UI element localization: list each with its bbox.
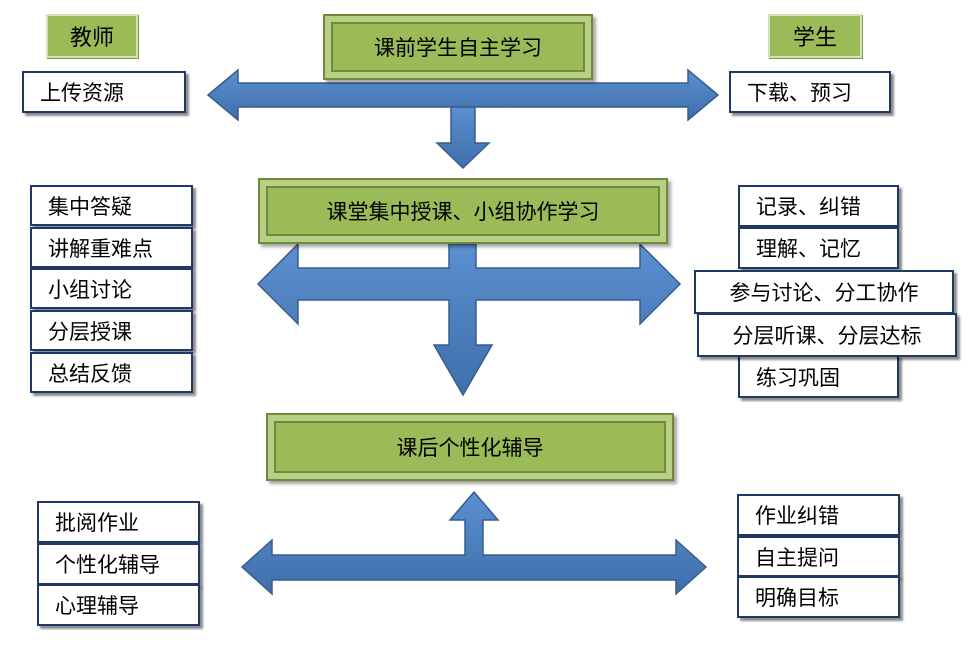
teacher-post-item: 心理辅导 [37, 584, 200, 626]
stage-pre-class: 课前学生自主学习 [323, 14, 593, 80]
student-post-item: 自主提问 [737, 536, 900, 577]
student-pre-item: 下载、预习 [729, 71, 891, 113]
teacher-in-item: 总结反馈 [30, 352, 193, 393]
student-in-item: 参与讨论、分工协作 [694, 270, 954, 314]
student-label: 学生 [768, 14, 862, 58]
student-in-item: 记录、纠错 [738, 185, 899, 227]
teacher-in-item: 分层授课 [30, 310, 193, 351]
stage-in-class: 课堂集中授课、小组协作学习 [258, 178, 668, 244]
teacher-label: 教师 [46, 14, 138, 58]
student-in-item: 理解、记忆 [738, 227, 899, 269]
teacher-in-item: 讲解重难点 [30, 227, 193, 268]
in-double-arrow [256, 242, 682, 397]
student-in-item: 分层听课、分层达标 [697, 313, 957, 357]
teacher-in-item: 小组讨论 [30, 268, 193, 309]
teacher-pre-item: 上传资源 [22, 71, 186, 113]
student-post-item: 作业纠错 [737, 494, 900, 536]
teacher-post-item: 个性化辅导 [37, 543, 200, 585]
pre-double-arrow [206, 68, 720, 122]
pre-down-arrow [435, 106, 491, 170]
stage-post-class: 课后个性化辅导 [266, 413, 674, 481]
student-post-item: 明确目标 [737, 576, 900, 618]
student-in-item: 练习巩固 [738, 355, 899, 398]
teacher-in-item: 集中答疑 [30, 185, 193, 226]
post-double-arrow [240, 490, 708, 596]
teacher-post-item: 批阅作业 [37, 501, 200, 543]
